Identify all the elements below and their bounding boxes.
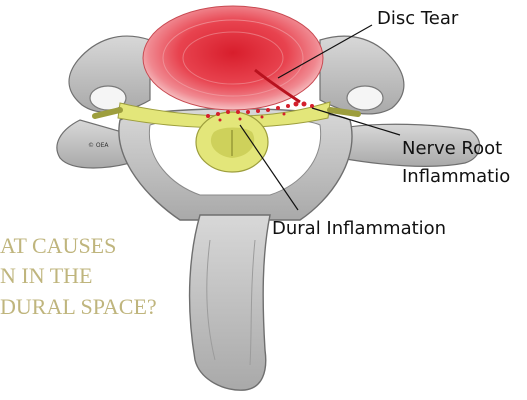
copyright-mark: © OEA	[88, 142, 109, 149]
disc-tear-label: Disc Tear	[377, 8, 458, 30]
overlay-line-1: AT CAUSES	[0, 232, 116, 260]
dural-inflammation-label: Dural Inflammation	[272, 218, 446, 240]
nerve-root-label: Nerve Root	[402, 138, 502, 160]
spinal-cord	[196, 112, 268, 172]
intervertebral-disc	[143, 6, 323, 110]
inflammation-label: Inflammatio	[402, 166, 510, 188]
overlay-line-2: N IN THE	[0, 262, 92, 290]
overlay-line-3: DURAL SPACE?	[0, 293, 157, 321]
